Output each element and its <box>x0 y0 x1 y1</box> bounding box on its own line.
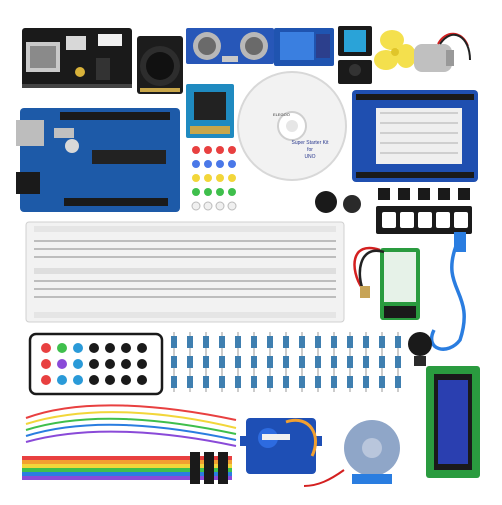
ir-receiver-module <box>338 60 372 84</box>
ir-remote <box>28 332 164 396</box>
breadboard <box>25 221 345 323</box>
prototype-shield <box>352 90 478 182</box>
9v-battery <box>353 246 420 320</box>
lcd1602-module <box>426 366 480 478</box>
jumper-wires <box>22 404 237 484</box>
cd-brand: ELEGOO <box>273 112 290 117</box>
led-array <box>191 146 237 211</box>
relay-module <box>274 28 334 66</box>
buzzer <box>315 191 361 213</box>
fan-blade <box>374 30 416 70</box>
cd-line2: for <box>307 147 313 153</box>
rtc-module <box>186 84 234 138</box>
dht11-sensor <box>338 26 372 56</box>
cd-line3: UNO <box>304 154 315 160</box>
pushbuttons <box>378 188 470 200</box>
joystick-module <box>137 36 183 94</box>
usb-cable <box>430 232 466 351</box>
dc-motor <box>414 32 471 72</box>
resistor-array <box>171 332 401 392</box>
stepper-motor <box>303 420 400 487</box>
uno-board <box>16 108 180 212</box>
ultrasonic-sensor <box>186 28 274 64</box>
servo-motor <box>240 418 322 474</box>
potentiometer <box>408 332 432 366</box>
cd-title: Super Starter Kit <box>292 140 330 146</box>
seven-segment-display <box>376 206 472 234</box>
power-supply-module <box>22 28 132 88</box>
cd-disc: ELEGOO Super Starter Kit for UNO <box>237 71 347 181</box>
